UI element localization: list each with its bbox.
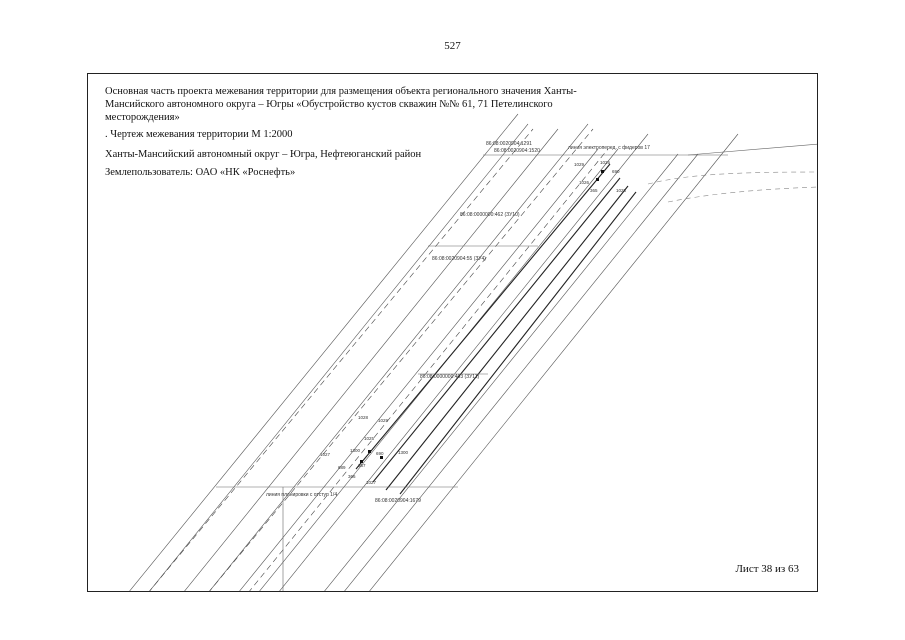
point-label: 1027: [366, 480, 377, 485]
cadastral-label: 86:08:0000000:462 (ЗУ10): [460, 212, 520, 218]
point-label: 1028: [358, 415, 369, 420]
title-line-2: Мансийского автономного округа – Югры «О…: [105, 99, 553, 110]
title-line-1: Основная часть проекта межевания террито…: [105, 86, 577, 97]
point-label: 1029: [378, 418, 389, 423]
point-label: 1028: [616, 188, 627, 193]
axis-label: линия электроперед. с фидеров 17: [568, 145, 650, 151]
point-label: 1300: [398, 450, 409, 455]
point-label: 690: [612, 169, 620, 174]
point-label: 1300: [350, 448, 361, 453]
point-label: 690: [376, 451, 384, 456]
point-label: 1027: [320, 452, 331, 457]
page-number: 527: [444, 40, 461, 52]
sheet-number: Лист 38 из 63: [735, 563, 799, 575]
point-label: 689: [338, 465, 346, 470]
point-label: 365: [590, 188, 598, 193]
drawing-frame: 86:08:0020904:1291 86:08:0020904:1520 86…: [87, 73, 818, 592]
point-label: 367: [358, 463, 366, 468]
point-label: 1026: [579, 180, 590, 185]
point-label: 1025: [600, 160, 611, 165]
cadastral-label: 86:08:0020904:1520: [494, 148, 540, 154]
region-text: Ханты-Мансийский автономный округ – Югра…: [105, 149, 422, 160]
parallel-lines: [129, 113, 739, 591]
title-line-3: месторождения»: [105, 112, 180, 123]
cadastral-label: 86:08:0020904:1291: [486, 141, 532, 147]
dashed-lines: [149, 128, 609, 591]
land-user-text: Землепользователь: ОАО «НК «Роснефть»: [105, 167, 296, 178]
axis-lines: [216, 143, 817, 591]
cadastral-label: 86:08:0000000:463 (ЗУ11): [420, 374, 479, 380]
point-label: 1029: [574, 162, 585, 167]
boundary-plan-drawing: 86:08:0020904:1291 86:08:0020904:1520 86…: [129, 113, 817, 591]
point-label: 1025: [364, 436, 375, 441]
axis-label: линия планировки с отступ 1/4: [266, 492, 337, 498]
point-markers: [360, 170, 604, 463]
point-label: 366: [348, 474, 356, 479]
road-lines: [647, 171, 817, 203]
corridor-boundary: [355, 163, 637, 495]
drawing-name: . Чертеж межевания территории М 1:2000: [105, 129, 293, 140]
cadastral-label: 86:08:0020904:1679: [375, 498, 421, 504]
cadastral-label: 86:08:0020904:55 (ЗУ4): [432, 256, 486, 262]
